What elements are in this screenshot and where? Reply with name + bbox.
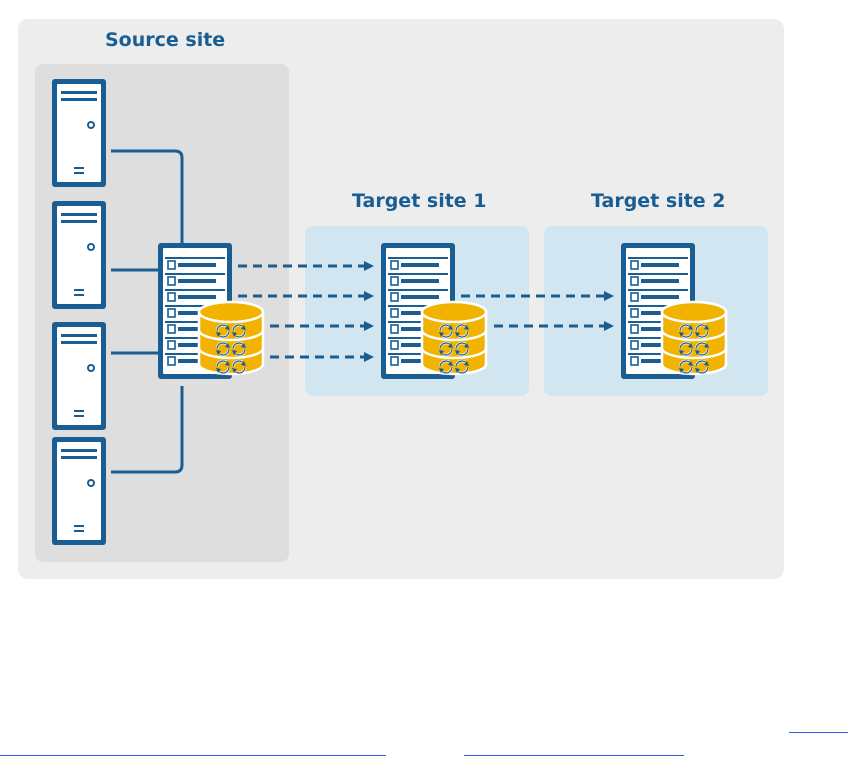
tower-server-icon: [52, 79, 106, 187]
tower-server-icon: [52, 201, 106, 309]
database-icon: [199, 302, 263, 374]
database-icon: [422, 302, 486, 374]
link-underline: [464, 755, 684, 756]
link-underline: [789, 732, 848, 733]
database-icon: [662, 302, 726, 374]
tower-server-icon: [52, 437, 106, 545]
link-underline: [0, 755, 386, 756]
tower-server-icon: [52, 322, 106, 430]
